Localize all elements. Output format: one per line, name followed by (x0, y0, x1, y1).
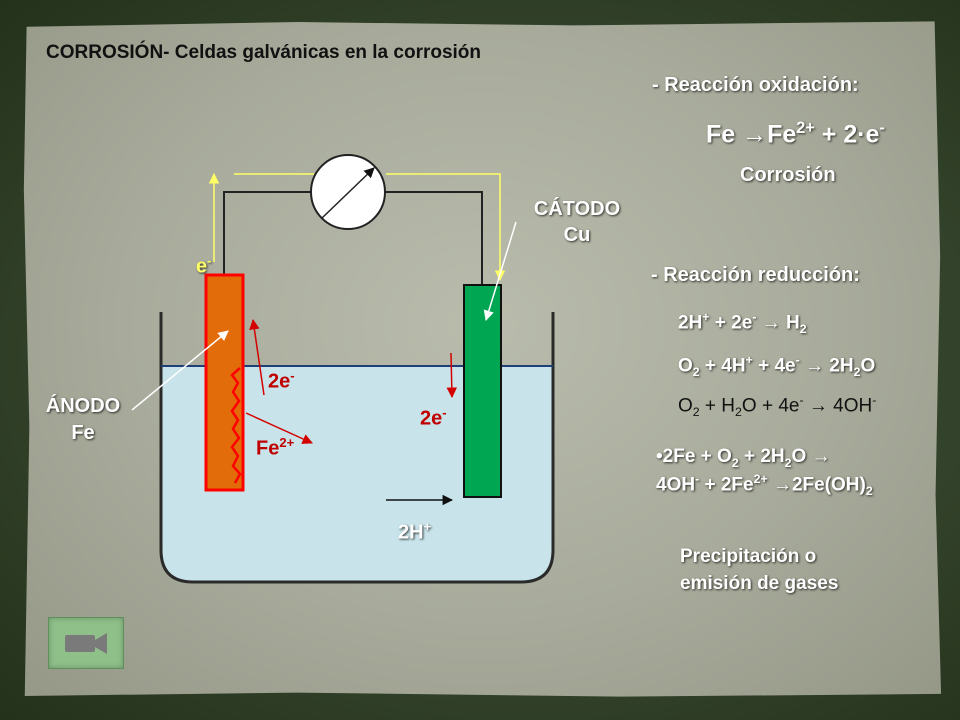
hydrogen-ions-label: 2H+ (398, 519, 432, 544)
video-camera-icon (65, 633, 107, 654)
cathode-pointer (483, 221, 517, 322)
video-button[interactable] (48, 617, 124, 669)
anode-label: ÁNODO Fe (45, 395, 121, 444)
reduction-equation-4-line1: •2Fe + O2 + 2H2O → (656, 446, 831, 470)
anode-electrons-label: 2e- (268, 368, 295, 393)
cathode-label: CÁTODO Cu (533, 198, 621, 246)
cathode-electrode (463, 284, 502, 498)
voltmeter-needle (321, 167, 375, 219)
cathode-electron-arrow (446, 352, 458, 399)
beaker (159, 312, 555, 584)
precipitation-note: Precipitación o emisión de gases (680, 546, 839, 594)
reduction-heading: - Reacción reducción: (651, 264, 860, 286)
electrolyte (161, 366, 553, 582)
external-wire (223, 191, 483, 286)
oxidation-equation: Fe →Fe2+ + 2·e- (706, 119, 885, 149)
iron-ion-arrow (245, 412, 313, 444)
reduction-equation-2: O2 + 4H+ + 4e- → 2H2O (678, 353, 876, 380)
slide-title: CORROSIÓN- Celdas galvánicas en la corro… (46, 42, 482, 63)
iron-ion-label: Fe2+ (256, 435, 295, 460)
electron-flow-arrow-top (234, 173, 500, 280)
oxidation-label: Corrosión (740, 164, 836, 186)
anode-pointer (131, 330, 229, 411)
oxidation-heading: - Reacción oxidación: (652, 74, 859, 96)
corrosion-edge (230, 367, 242, 484)
cathode-electrons-label: 2e- (420, 405, 447, 430)
anode-electron-arrow (249, 318, 265, 396)
reduction-equation-1: 2H+ + 2e- → H2 (678, 310, 807, 337)
reduction-equation-3: O2 + H2O + 4e- → 4OH- (678, 393, 877, 420)
electron-wire-label: e- (196, 253, 212, 278)
reduction-equation-4-line2: 4OH- + 2Fe2+ →2Fe(OH)2 (656, 472, 873, 499)
